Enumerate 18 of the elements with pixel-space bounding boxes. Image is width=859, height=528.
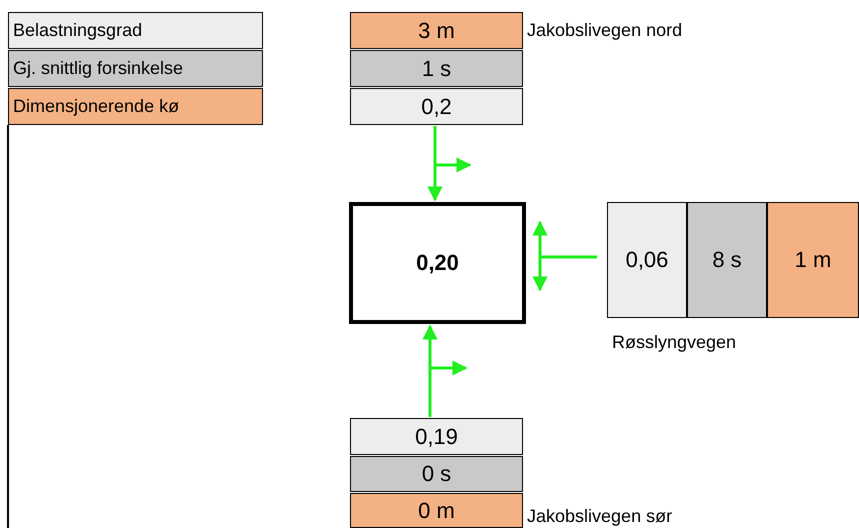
value-cell: 8 s <box>687 202 767 318</box>
value-cell: 1 m <box>767 202 859 318</box>
road-name: Røsslyngvegen <box>612 332 736 353</box>
legend-entry: Dimensjonerende kø <box>8 88 263 125</box>
road-name: Jakobslivegen nord <box>527 20 682 41</box>
road-name: Jakobslivegen sør <box>527 506 672 527</box>
value-cell: 0,19 <box>350 418 523 455</box>
arrow <box>422 324 438 417</box>
value-cell: 3 m <box>350 12 523 49</box>
value-cell: 0 s <box>350 456 523 492</box>
value-cell: 0,2 <box>350 88 523 125</box>
arrow <box>428 126 442 202</box>
value-cell: 0 m <box>350 493 523 528</box>
value-cell: 0,06 <box>607 202 687 318</box>
legend-entry: Gj. snittlig forsinkelse <box>8 50 263 87</box>
value-cell: 1 s <box>350 50 523 87</box>
intersection-box: 0,20 <box>349 202 526 324</box>
legend-entry: Belastningsgrad <box>8 12 263 49</box>
